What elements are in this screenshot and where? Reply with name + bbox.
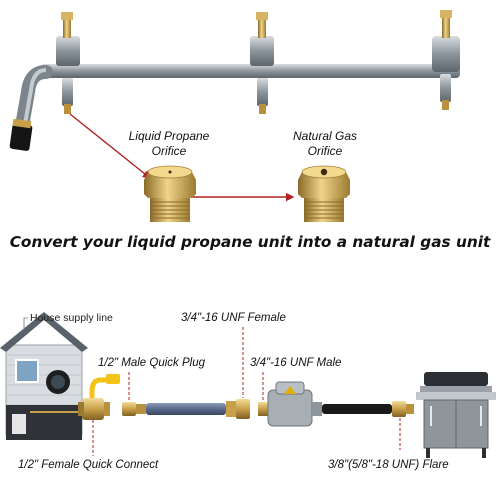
- regulator: [258, 381, 322, 427]
- house: [0, 312, 88, 440]
- ng-orifice-label-line1: Natural Gas: [292, 129, 358, 143]
- lp-orifice: [144, 165, 196, 222]
- house-supply-line: [89, 377, 115, 407]
- gas-grill: [416, 372, 496, 458]
- ng-orifice-label-line2: Orifice: [307, 144, 343, 158]
- arrow-valve-to-lp-orifice: [69, 113, 152, 179]
- unf-female-fitting: [226, 399, 250, 419]
- label-leaders: [92, 327, 401, 456]
- blue-hose: [146, 403, 226, 415]
- flare-fitting: [392, 401, 414, 417]
- conversion-headline: Convert your liquid propane unit into a …: [9, 233, 491, 251]
- male-quick-plug-label: 1/2" Male Quick Plug: [98, 357, 205, 369]
- ng-orifice-label: Natural Gas Orifice: [270, 129, 380, 159]
- female-quick-connect-label: 1/2" Female Quick Connect: [18, 459, 159, 471]
- ng-orifice: [298, 165, 350, 222]
- flare-label: 3/8"(5/8"-18 UNF) Flare: [328, 459, 449, 471]
- valve-right: [432, 10, 460, 110]
- black-hose: [322, 404, 392, 414]
- house-label-leader: [23, 317, 28, 330]
- house-supply-line-label: House supply line: [30, 312, 113, 324]
- female-quick-connect: [78, 398, 110, 420]
- valve-left: [56, 12, 80, 114]
- male-quick-plug: [122, 402, 146, 416]
- burner-manifold: [9, 64, 460, 151]
- unf-female-label: 3/4"-16 UNF Female: [181, 312, 286, 324]
- unf-male-label: 3/4"-16 UNF Male: [250, 357, 342, 369]
- lp-orifice-label: Liquid Propane Orifice: [113, 129, 225, 159]
- valve-middle: [250, 12, 274, 114]
- lp-orifice-label-line1: Liquid Propane: [128, 129, 210, 143]
- lp-orifice-label-line2: Orifice: [151, 144, 187, 158]
